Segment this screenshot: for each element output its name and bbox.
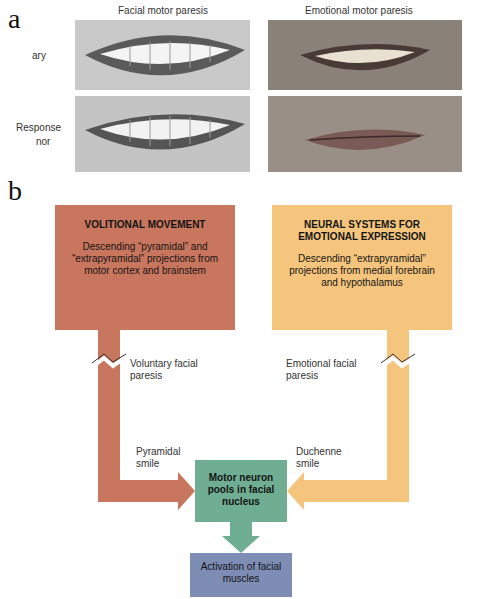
photo-frame (268, 96, 462, 172)
nucleus-box: Motor neuron pools in facial nucleus (195, 460, 287, 522)
muscle-box: Activation of facial muscles (190, 553, 292, 597)
teeth-gaps (130, 116, 210, 146)
row-label: nor (36, 136, 72, 148)
lips (85, 35, 245, 75)
photo-frame (75, 20, 250, 90)
box-text: Activation of facial muscles (194, 561, 288, 585)
break-mark (384, 358, 412, 366)
arrowhead (222, 536, 260, 553)
arrow-label: Voluntary facial paresis (130, 358, 210, 382)
arrowhead (287, 472, 304, 510)
row-label: ary (32, 50, 72, 62)
photo-frame (75, 96, 250, 172)
column-heading: Emotional motor paresis (305, 5, 455, 17)
box-heading: NEURAL SYSTEMS FOR EMOTIONAL EXPRESSION (284, 219, 440, 243)
face-photos (0, 0, 480, 190)
box-text: Motor neuron pools in facial nucleus (199, 472, 283, 508)
box-text: Descending “pyramidal” and “extrapyramid… (67, 241, 223, 277)
volitional-box: VOLITIONAL MOVEMENT Descending “pyramidal… (55, 205, 235, 330)
arrow-label: Pyramidal smile (136, 446, 191, 470)
arrow-band (230, 522, 252, 537)
box-text: Descending “extrapyramidal” projections … (284, 253, 440, 289)
lips (85, 114, 245, 149)
lips (305, 130, 425, 150)
thick-arrow (92, 330, 195, 510)
break-mark (381, 354, 415, 363)
teeth (315, 49, 415, 63)
break-mark (95, 358, 123, 366)
panel-letter: b (8, 176, 38, 206)
thick-arrow (222, 522, 260, 553)
photo-frame (268, 20, 462, 90)
arrowhead (178, 472, 195, 510)
arrow-label: Duchenne smile (296, 446, 351, 470)
arrow-label: Emotional facial paresis (286, 358, 366, 382)
row-label: Response (16, 122, 72, 134)
emotional-box: NEURAL SYSTEMS FOR EMOTIONAL EXPRESSION D… (272, 205, 452, 330)
column-heading: Facial motor paresis (118, 5, 258, 17)
box-heading: VOLITIONAL MOVEMENT (67, 219, 223, 231)
lips (300, 44, 430, 70)
break-mark (92, 354, 126, 363)
thick-arrow (287, 330, 415, 510)
teeth-gaps (130, 41, 210, 70)
panel-letter: a (8, 4, 38, 34)
lip-line (310, 136, 420, 140)
